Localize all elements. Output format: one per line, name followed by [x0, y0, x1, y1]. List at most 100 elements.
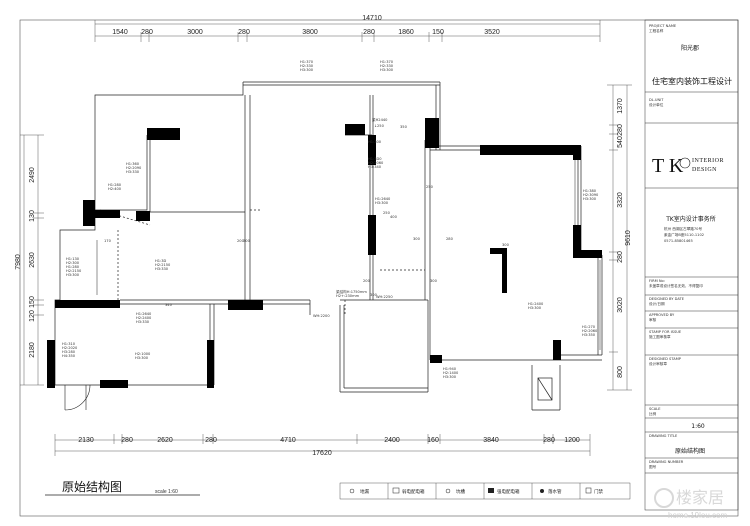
- mark-3: 300: [413, 237, 421, 241]
- approved-sub: 审核: [649, 317, 657, 322]
- stamp-sub: 施工图审核章: [649, 334, 671, 339]
- dim-top-8: 150: [432, 29, 444, 36]
- number-label: DRAWING NUMBER: [649, 460, 684, 464]
- logo-interior: INTERIOR: [692, 158, 724, 164]
- approved-by: APPROVED BY: [649, 313, 675, 317]
- dim-top-9: 3520: [484, 29, 500, 36]
- watermark-logo-icon: [654, 488, 674, 508]
- designed-sub: 设计/日期: [649, 301, 665, 306]
- dim-right-4: 3320: [617, 192, 624, 208]
- dim-top-7: 1860: [398, 29, 414, 36]
- window-marks: [96, 160, 601, 350]
- stamp-label: STAMP FOR ISSUE: [649, 330, 682, 334]
- dl-label: DL.UNIT: [649, 98, 664, 102]
- pit-icon: [445, 488, 451, 494]
- label-beam-1: 梁H2440↓250: [372, 117, 388, 128]
- mark-11: 170: [104, 239, 112, 243]
- legend-label-3: 坑槽: [456, 488, 465, 495]
- dim-bottom-10: 1200: [564, 437, 580, 444]
- entry-door: [64, 384, 91, 411]
- label-wh-2: WH:2200: [313, 314, 330, 318]
- mark-5: 200: [363, 279, 371, 283]
- dim-top-1: 1540: [112, 29, 128, 36]
- dim-left-1: 2490: [29, 167, 36, 183]
- designed-by: DESIGNED BY DATE: [649, 297, 685, 301]
- legend-item-floor-drain: 地漏: [349, 488, 369, 495]
- company-address-1: 杭州 西湖区古翠路70号: [664, 226, 702, 231]
- dim-top-3: 3000: [187, 29, 203, 36]
- dim-bottom-9: 280: [543, 437, 555, 444]
- dim-right-5: 280: [617, 251, 624, 263]
- dim-bottom-overall: 17620: [312, 450, 332, 457]
- ceiling-marks: 200 250 300 280 200 300 250 300 300 300 …: [104, 125, 510, 307]
- legend-label-2: 弱电配电箱: [402, 488, 425, 495]
- mark-14: 400: [390, 215, 398, 219]
- bottom-dimensions: [54, 434, 591, 456]
- left-segment-labels: 2490 130 2630 150 120 2180: [29, 167, 36, 358]
- firm-label: FIRM No:: [649, 279, 665, 283]
- mark-1: 200: [237, 239, 245, 243]
- dim-right-overall: 9610: [625, 230, 632, 246]
- plan-outline: [54, 81, 603, 411]
- dl-sub: 设计单位: [649, 102, 664, 107]
- dim-bottom-6: 2400: [384, 437, 400, 444]
- legend-item-access: 门禁: [585, 487, 603, 495]
- dim-left-overall: 7980: [15, 254, 22, 270]
- label-r12: H1:300: [368, 140, 382, 144]
- dim-right-1: 1370: [617, 98, 624, 114]
- legend-items: 地漏 弱电配电箱 坑槽 强电配电箱 落水管 门禁: [349, 487, 603, 495]
- mark-2: 250: [383, 211, 391, 215]
- design-stamp: DESIGNED STAMP: [649, 357, 682, 361]
- company-phone: 0571-85801465: [664, 239, 693, 243]
- mark-9: 300: [502, 243, 510, 247]
- label-wh-1: WH:2250: [376, 295, 393, 299]
- title-block: [644, 19, 739, 511]
- dim-bottom-1: 2130: [78, 437, 94, 444]
- dim-top-4: 280: [238, 29, 250, 36]
- drawing-scale: scale 1:60: [155, 489, 178, 495]
- mark-12: 340: [165, 303, 173, 307]
- dim-top-overall: 14710: [362, 15, 382, 22]
- mark-7: 250: [426, 185, 434, 189]
- dim-right-3: 540: [617, 136, 624, 148]
- project-name-sub: 工程名称: [649, 28, 664, 33]
- company-address-2: 紫金广场B座5110-1102: [664, 232, 704, 237]
- scale-label: SCALE: [649, 407, 661, 411]
- watermark-text: 楼家居: [676, 488, 724, 507]
- legend-item-pit: 坑槽: [445, 488, 465, 495]
- dim-right-2: 280: [617, 124, 624, 136]
- right-dimensions: [607, 84, 632, 391]
- company-name: TK室内设计事务所: [665, 215, 716, 223]
- legend-label-5: 落水管: [548, 488, 562, 495]
- dim-bottom-2: 280: [121, 437, 133, 444]
- dim-right-7: 800: [617, 366, 624, 378]
- left-dimensions: [20, 134, 44, 386]
- floor-drain-icon: [349, 488, 355, 494]
- dim-right-6: 3020: [617, 297, 624, 313]
- dim-left-6: 2180: [29, 342, 36, 358]
- dim-bottom-5: 4710: [280, 437, 296, 444]
- weak-box-icon: [392, 487, 400, 494]
- title-block-text: PROJECT NAME 工程名称 阳光郡 住宅室内装饰工程设计 DL.UNIT…: [649, 24, 732, 469]
- legend-label-1: 地漏: [360, 488, 369, 495]
- dim-top-5: 3800: [302, 29, 318, 36]
- watermark: 楼家居 home.19lou.com: [654, 488, 727, 520]
- downpipe-icon: [540, 489, 544, 493]
- right-segment-labels: 1370 280 540 3320 280 3020 800: [617, 98, 624, 378]
- drawing-title: 原始结构图: [62, 479, 122, 494]
